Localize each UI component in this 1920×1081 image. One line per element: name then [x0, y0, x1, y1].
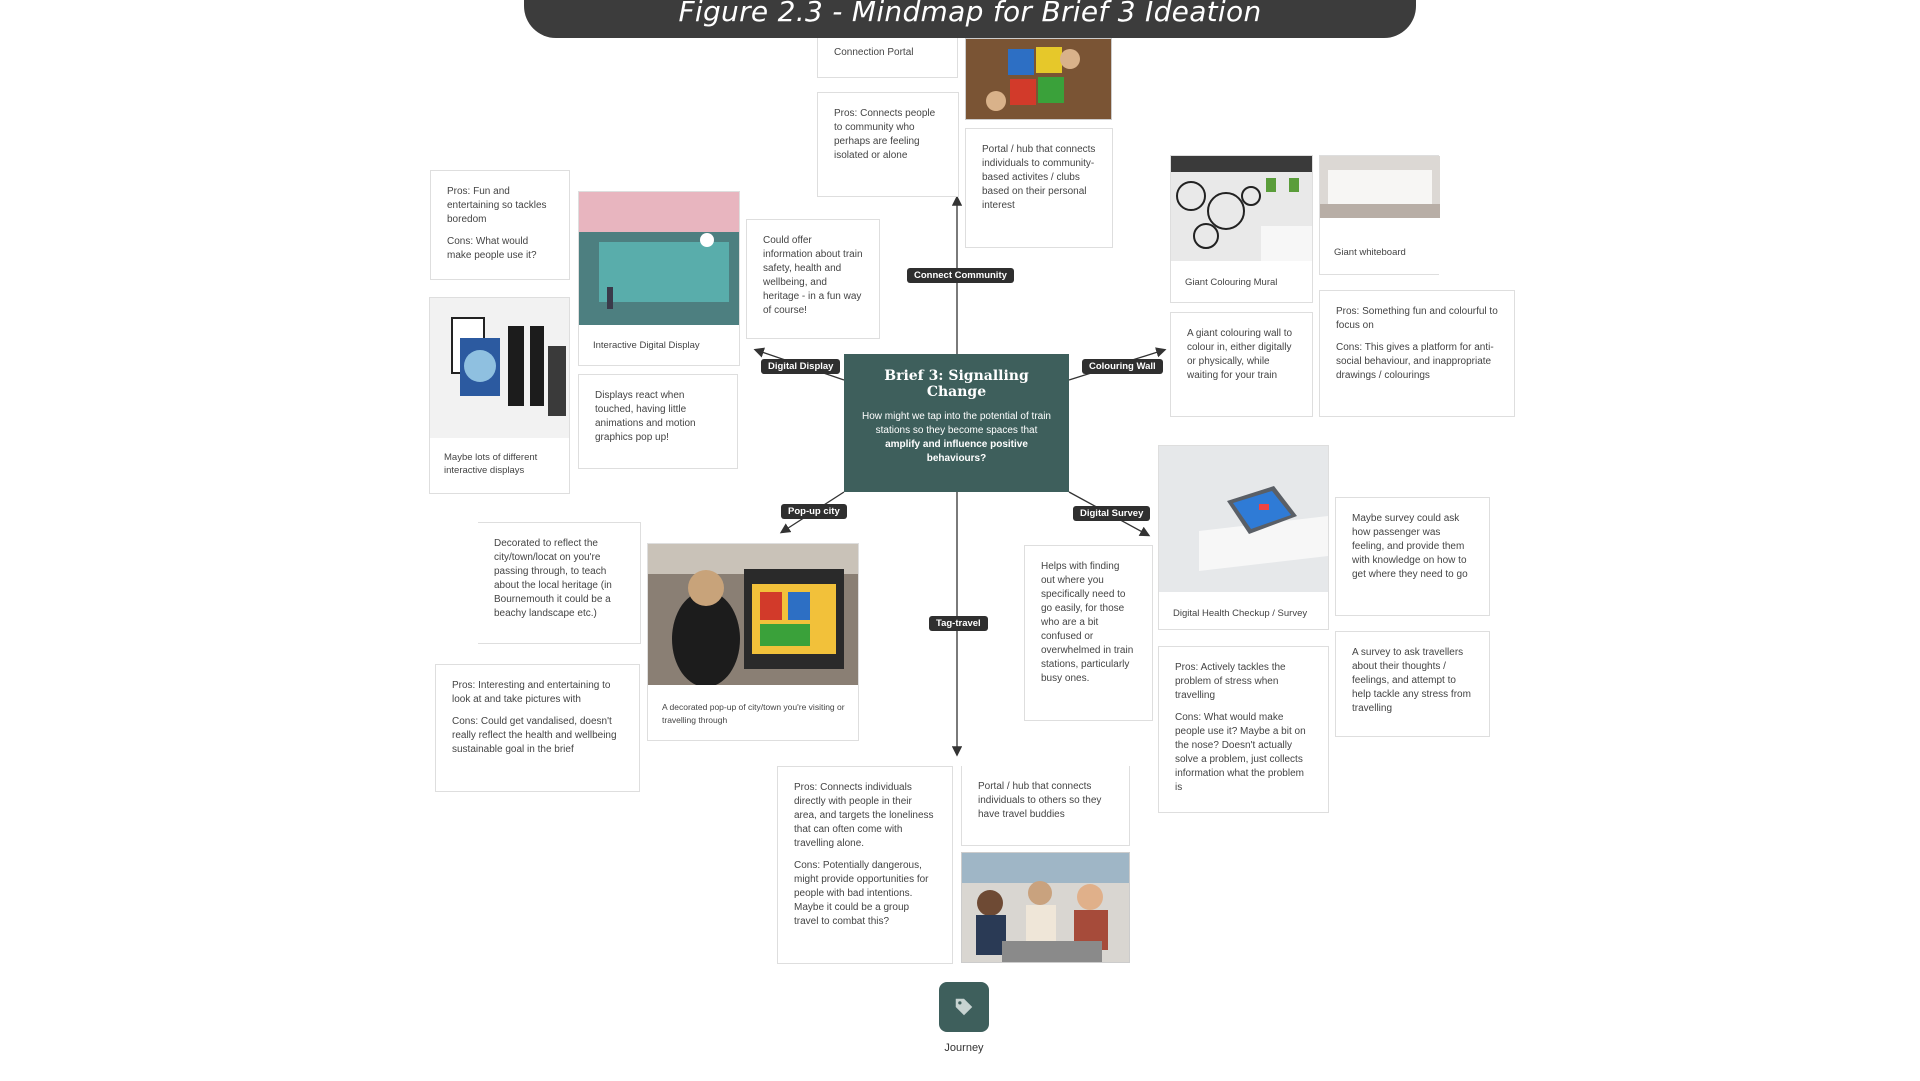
connect-community-desc: Portal / hub that connects individuals t…: [982, 144, 1096, 211]
branch-tag-tag-travel[interactable]: Tag-travel: [929, 616, 988, 631]
colouring-mural-image: [1171, 156, 1312, 261]
digital-display-pros-cons-card[interactable]: Pros: Fun and entertaining so tackles bo…: [430, 170, 570, 280]
popup-city-pros-cons-card[interactable]: Pros: Interesting and entertaining to lo…: [435, 664, 640, 792]
connect-community-pros-card[interactable]: Pros: Connects people to community who p…: [817, 92, 959, 197]
branch-tag-colouring-wall[interactable]: Colouring Wall: [1082, 359, 1163, 374]
figure-title: Figure 2.3 - Mindmap for Brief 3 Ideatio…: [678, 0, 1262, 28]
survey-caption: Digital Health Checkup / Survey: [1173, 608, 1308, 619]
whiteboard-caption: Giant whiteboard: [1334, 247, 1406, 258]
branch-tag-connect-community[interactable]: Connect Community: [907, 268, 1014, 283]
connection-portal-title: Connection Portal: [834, 47, 914, 58]
digital-survey-helps-card[interactable]: Helps with finding out where you specifi…: [1024, 545, 1153, 721]
digital-display-offer: Could offer information about train safe…: [763, 235, 863, 316]
digital-display-react-card[interactable]: Displays react when touched, having litt…: [578, 374, 738, 469]
interactive-display-caption: Interactive Digital Display: [593, 340, 700, 351]
digital-display-offer-card[interactable]: Could offer information about train safe…: [746, 219, 880, 339]
question-text: How might we tap into the potential of t…: [862, 411, 1051, 436]
popup-city-image: [648, 544, 858, 685]
digital-display-pros: Pros: Fun and entertaining so tackles bo…: [447, 186, 547, 225]
colouring-wall-pros: Pros: Something fun and colourful to foc…: [1336, 306, 1498, 331]
popup-city-desc: Decorated to reflect the city/town/locat…: [494, 538, 612, 619]
tag-travel-cons: Cons: Potentially dangerous, might provi…: [794, 860, 929, 927]
central-brief-title: Brief 3: Signalling Change: [884, 368, 1029, 400]
popup-city-caption: A decorated pop-up of city/town you're v…: [662, 702, 845, 725]
colouring-wall-cons: Cons: This gives a platform for anti-soc…: [1336, 342, 1494, 381]
tag-travel-desc: Portal / hub that connects individuals t…: [978, 781, 1102, 820]
giant-colouring-mural-card[interactable]: Giant Colouring Mural: [1170, 155, 1313, 303]
digital-display-react: Displays react when touched, having litt…: [595, 390, 696, 443]
digital-survey-cons: Cons: What would make people use it? May…: [1175, 712, 1306, 793]
branch-tag-digital-display[interactable]: Digital Display: [761, 359, 841, 374]
colouring-mural-caption: Giant Colouring Mural: [1185, 277, 1278, 288]
branch-tag-digital-survey[interactable]: Digital Survey: [1073, 506, 1151, 521]
colouring-wall-desc: A giant colouring wall to colour in, eit…: [1187, 328, 1293, 381]
interactive-digital-display-card[interactable]: Interactive Digital Display: [578, 191, 740, 366]
digital-survey-pros-cons-card[interactable]: Pros: Actively tackles the problem of st…: [1158, 646, 1329, 813]
digital-survey-helps: Helps with finding out where you specifi…: [1041, 561, 1134, 684]
digital-survey-desc: A survey to ask travellers about their t…: [1352, 647, 1471, 714]
connect-community-desc-card[interactable]: Portal / hub that connects individuals t…: [965, 128, 1113, 248]
travel-buddies-image: [961, 852, 1130, 963]
lots-of-displays-caption: Maybe lots of different interactive disp…: [444, 452, 538, 476]
giant-whiteboard-card[interactable]: Giant whiteboard: [1319, 155, 1440, 275]
digital-survey-pros: Pros: Actively tackles the problem of st…: [1175, 662, 1286, 701]
tag-travel-desc-card[interactable]: Portal / hub that connects individuals t…: [961, 766, 1130, 846]
branch-tag-popup-city[interactable]: Pop-up city: [781, 504, 847, 519]
digital-survey-maybe-card[interactable]: Maybe survey could ask how passenger was…: [1335, 497, 1490, 616]
digital-display-cons: Cons: What would make people use it?: [447, 236, 537, 261]
puzzle-image: [965, 38, 1112, 120]
journey-tag-button[interactable]: [939, 982, 989, 1032]
tag-travel-pros: Pros: Connects individuals directly with…: [794, 782, 934, 849]
interactive-display-image: [579, 192, 739, 325]
lots-of-displays-card[interactable]: Maybe lots of different interactive disp…: [429, 297, 570, 494]
central-brief-node[interactable]: Brief 3: Signalling Change How might we …: [844, 354, 1069, 492]
colouring-wall-pros-cons-card[interactable]: Pros: Something fun and colourful to foc…: [1319, 290, 1515, 417]
tag-travel-pros-cons-card[interactable]: Pros: Connects individuals directly with…: [777, 766, 953, 964]
survey-tablet-image: [1159, 446, 1328, 592]
digital-survey-desc-card[interactable]: A survey to ask travellers about their t…: [1335, 631, 1490, 737]
popup-city-desc-card[interactable]: Decorated to reflect the city/town/locat…: [478, 522, 641, 644]
popup-city-pros: Pros: Interesting and entertaining to lo…: [452, 680, 611, 705]
journey-label: Journey: [944, 1042, 984, 1054]
connection-portal-card[interactable]: Connection Portal: [817, 38, 958, 78]
popup-city-image-card[interactable]: A decorated pop-up of city/town you're v…: [647, 543, 859, 741]
digital-survey-maybe: Maybe survey could ask how passenger was…: [1352, 513, 1468, 580]
colouring-wall-desc-card[interactable]: A giant colouring wall to colour in, eit…: [1170, 312, 1313, 417]
lots-of-displays-image: [430, 298, 569, 438]
digital-health-checkup-card[interactable]: Digital Health Checkup / Survey: [1158, 445, 1329, 630]
connect-community-pros: Pros: Connects people to community who p…: [834, 108, 936, 161]
tag-icon: [955, 998, 973, 1016]
figure-title-banner: Figure 2.3 - Mindmap for Brief 3 Ideatio…: [524, 0, 1416, 38]
whiteboard-image: [1320, 156, 1440, 218]
central-brief-question: How might we tap into the potential of t…: [860, 410, 1053, 466]
popup-city-cons: Cons: Could get vandalised, doesn't real…: [452, 716, 617, 755]
question-bold-text: amplify and influence positive behaviour…: [885, 439, 1028, 464]
